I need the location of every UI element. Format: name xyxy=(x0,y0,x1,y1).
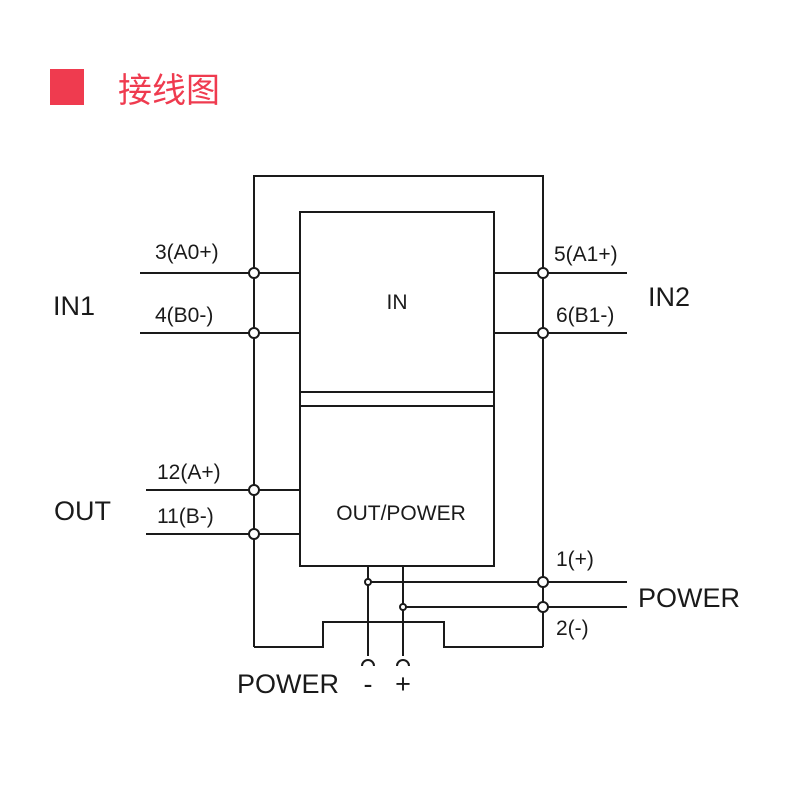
junction-a0 xyxy=(248,267,260,279)
junction-a1 xyxy=(537,267,549,279)
junction-power-right xyxy=(399,603,407,611)
junction-power-left xyxy=(364,578,372,586)
pin-label-a0: 3(A0+) xyxy=(155,241,219,264)
junction-p2 xyxy=(537,601,549,613)
group-label-out: OUT xyxy=(54,496,111,526)
pin-label-a1: 5(A1+) xyxy=(554,243,618,266)
polarity-minus-label: - xyxy=(364,669,373,699)
bottom-frame-wire xyxy=(254,621,543,648)
plug-plus-icon xyxy=(396,659,410,667)
pin-label-b1: 6(B1-) xyxy=(556,304,614,327)
group-label-in1: IN1 xyxy=(53,291,95,321)
junction-b1 xyxy=(537,327,549,339)
pin-label-p2: 2(-) xyxy=(556,617,589,640)
block-divider xyxy=(299,391,495,407)
junction-b-out xyxy=(248,528,260,540)
plug-minus-icon xyxy=(361,659,375,667)
pin-label-b-out: 11(B-) xyxy=(157,505,214,528)
polarity-plus-label: + xyxy=(395,669,411,699)
pin-label-a-out: 12(A+) xyxy=(157,461,221,484)
page-title: 接线图 xyxy=(118,71,220,111)
pin-label-p1: 1(+) xyxy=(556,548,594,571)
header-square-icon xyxy=(50,69,84,105)
pin-label-b0: 4(B0-) xyxy=(155,304,213,327)
junction-p1 xyxy=(537,576,549,588)
group-label-power-bottom: POWER xyxy=(237,669,339,699)
out-power-block xyxy=(299,405,495,567)
out-power-block-label: OUT/POWER xyxy=(336,502,466,525)
group-label-power-right: POWER xyxy=(638,583,740,613)
outer-frame-wire xyxy=(253,175,544,647)
junction-b0 xyxy=(248,327,260,339)
in-block-label: IN xyxy=(387,291,408,314)
junction-a-out xyxy=(248,484,260,496)
group-label-in2: IN2 xyxy=(648,282,690,312)
